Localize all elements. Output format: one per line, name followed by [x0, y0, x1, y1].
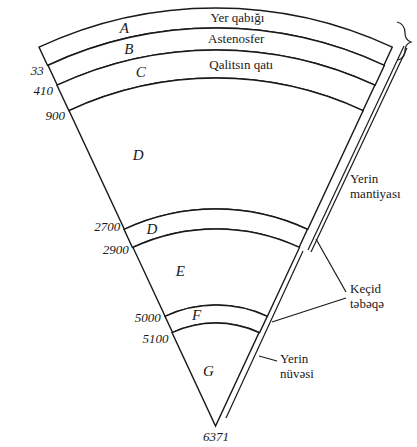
layer-letter: E — [176, 263, 185, 280]
depth-number: 5000 — [135, 311, 161, 325]
band-shape — [172, 323, 259, 426]
layer-letter: D — [147, 221, 158, 238]
layer-letter: F — [192, 307, 201, 324]
region-label: Yerin nüvəsi — [280, 352, 330, 382]
layer-name: Yer qabığı — [210, 11, 264, 25]
leader-line — [272, 298, 346, 322]
leader-line — [316, 239, 346, 292]
earth-layer-band: G — [170, 321, 261, 428]
region-label: Yerin mantiyası — [350, 172, 412, 202]
band-shape — [133, 229, 300, 316]
depth-number: 410 — [34, 84, 54, 98]
depth-number: 2700 — [94, 220, 120, 234]
depth-number: 900 — [45, 109, 65, 123]
depth-number: 5100 — [142, 332, 168, 346]
depth-number: 6371 — [203, 430, 229, 444]
leader-line — [259, 356, 277, 361]
band-outline — [170, 321, 261, 428]
depth-number: 33 — [31, 64, 44, 78]
earth-layer-band: D — [67, 76, 365, 231]
band-outline — [67, 76, 365, 231]
layer-letter: C — [136, 64, 146, 81]
layer-letter: A — [120, 20, 129, 37]
layer-name: Astenosfer — [208, 32, 264, 46]
band-shape — [69, 78, 363, 229]
depth-number: 2900 — [103, 243, 129, 257]
region-label: Keçid təbəqə — [350, 282, 412, 312]
layer-letter: G — [203, 363, 214, 380]
layer-letter: D — [133, 147, 144, 164]
layer-letter: B — [124, 41, 133, 58]
layer-name: Qalitsın qatı — [209, 58, 273, 72]
